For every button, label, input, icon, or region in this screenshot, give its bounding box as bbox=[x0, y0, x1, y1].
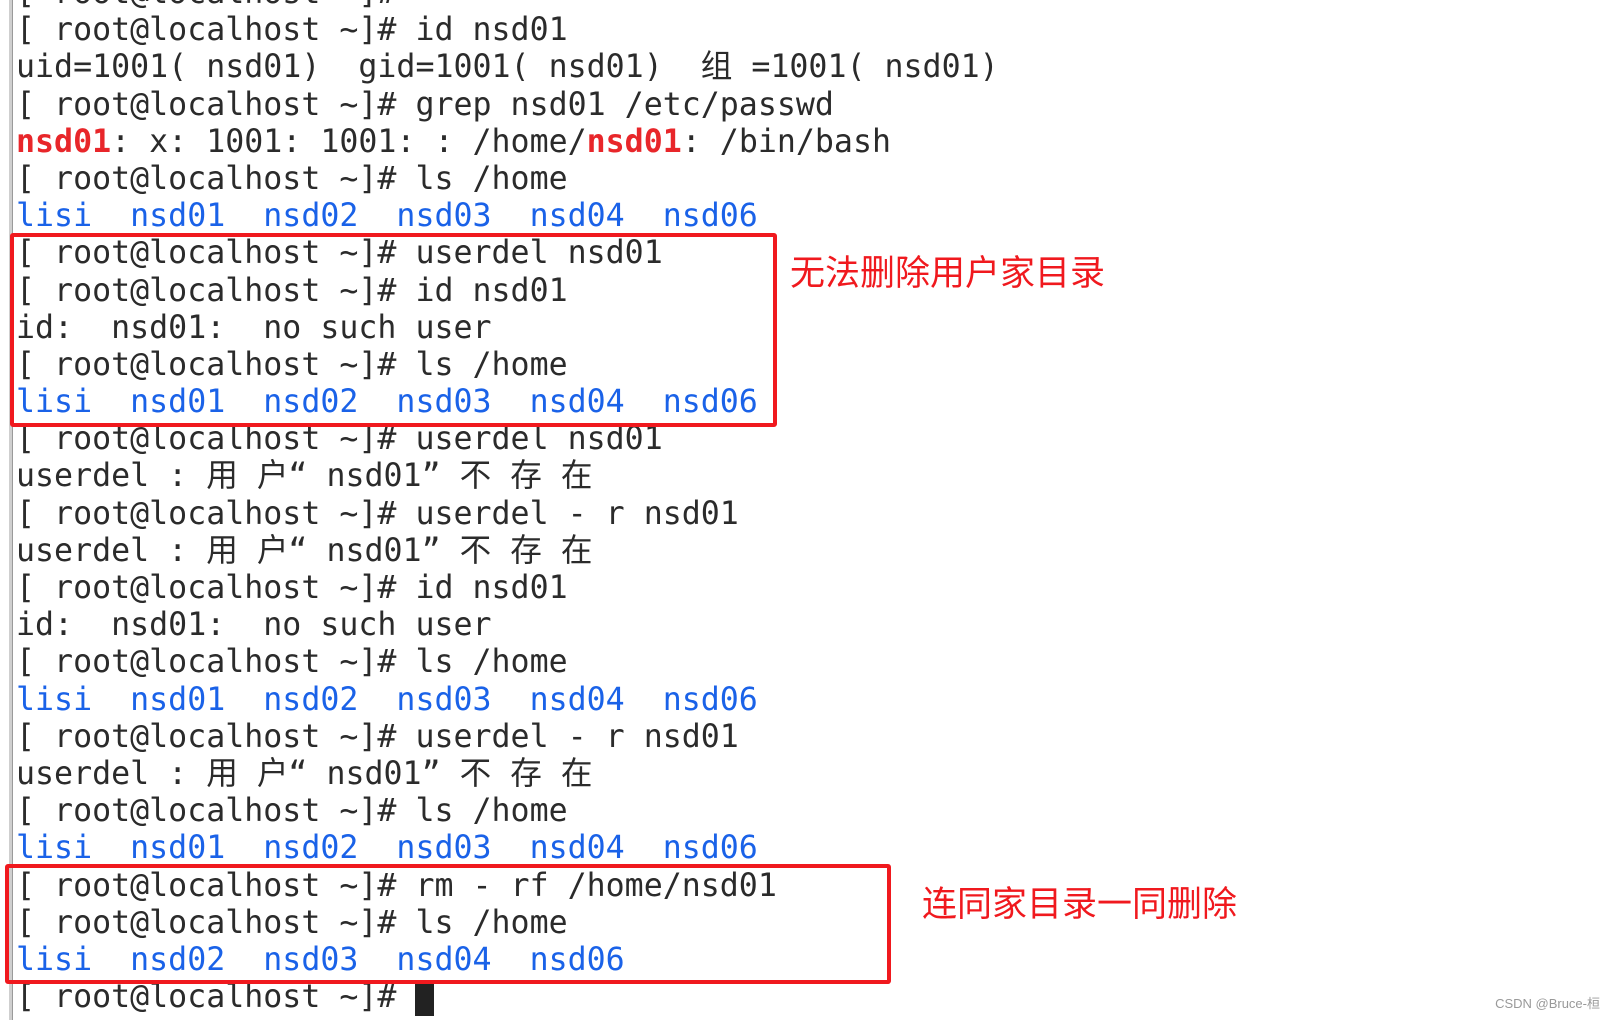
terminal-text: [ root@localhost ~]# ls /home bbox=[16, 904, 568, 941]
terminal-line: nsd01: x: 1001: 1001: : /home/nsd01: /bi… bbox=[16, 124, 999, 161]
terminal-text: id: nsd01: no such user bbox=[16, 607, 492, 644]
terminal-line: [ root@localhost ~]# bbox=[16, 979, 999, 1017]
annotation-box-1 bbox=[10, 233, 777, 427]
terminal-text: : /bin/bash bbox=[681, 123, 891, 160]
terminal-text: [ root@localhost ~]# rm - rf /home/nsd01 bbox=[16, 867, 777, 904]
terminal-line: [ root@localhost ~]# ls /home bbox=[16, 347, 999, 384]
terminal-line: [ root@localhost ~]# id nsd01 bbox=[16, 12, 999, 49]
terminal-text: [ root@localhost ~]# grep nsd01 /etc/pas… bbox=[16, 86, 834, 123]
terminal-line: id: nsd01: no such user bbox=[16, 310, 999, 347]
terminal-line: uid=1001( nsd01) gid=1001( nsd01) 组 =100… bbox=[16, 49, 999, 86]
directory-listing: lisi nsd01 nsd02 nsd03 nsd04 nsd06 bbox=[16, 198, 758, 235]
terminal-text: [ root@localhost ~]# id nsd01 bbox=[16, 272, 568, 309]
terminal-text: userdel : 用 户“ nsd01” 不 存 在 bbox=[16, 755, 593, 792]
directory-listing: lisi nsd01 nsd02 nsd03 nsd04 nsd06 bbox=[16, 681, 758, 718]
terminal-line: [ root@localhost ~]# rm - rf /home/nsd01 bbox=[16, 868, 999, 905]
terminal-line: [ root@localhost ~]# ls /home bbox=[16, 905, 999, 942]
annotation-note-1: 无法删除用户家目录 bbox=[790, 254, 1106, 294]
terminal-line: lisi nsd01 nsd02 nsd03 nsd04 nsd06 bbox=[16, 682, 999, 719]
terminal-text: [ root@localhost ~]# bbox=[16, 979, 416, 1016]
terminal-line: [ root@localhost ~]# ls /home bbox=[16, 644, 999, 681]
directory-listing: lisi nsd01 nsd02 nsd03 nsd04 nsd06 bbox=[16, 384, 758, 421]
terminal-text: uid=1001( nsd01) gid=1001( nsd01) 组 =100… bbox=[16, 49, 999, 86]
terminal-line: userdel : 用 户“ nsd01” 不 存 在 bbox=[16, 533, 999, 570]
terminal-text: [ root@localhost ~]# ls /home bbox=[16, 793, 568, 830]
terminal-line: lisi nsd02 nsd03 nsd04 nsd06 bbox=[16, 942, 999, 979]
terminal-line: lisi nsd01 nsd02 nsd03 nsd04 nsd06 bbox=[16, 384, 999, 421]
terminal-cursor bbox=[415, 980, 435, 1017]
terminal-line: lisi nsd01 nsd02 nsd03 nsd04 nsd06 bbox=[16, 830, 999, 867]
terminal-line: [ root@localhost ~]# grep nsd01 /etc/pas… bbox=[16, 87, 999, 124]
terminal-text: : x: 1001: 1001: : /home/ bbox=[111, 123, 587, 160]
terminal-text: [ root@localhost ~]# bbox=[16, 0, 396, 11]
terminal-text: [ root@localhost ~]# id nsd01 bbox=[16, 12, 568, 49]
terminal-line: [ root@localhost ~]# userdel nsd01 bbox=[16, 421, 999, 458]
terminal-text: userdel : 用 户“ nsd01” 不 存 在 bbox=[16, 458, 593, 495]
terminal-line: [ root@localhost ~]# bbox=[16, 0, 999, 12]
terminal-line: [ root@localhost ~]# ls /home bbox=[16, 793, 999, 830]
terminal-line: [ root@localhost ~]# id nsd01 bbox=[16, 273, 999, 310]
watermark: CSDN @Bruce-桓 bbox=[1495, 996, 1600, 1011]
terminal-line: userdel : 用 户“ nsd01” 不 存 在 bbox=[16, 458, 999, 495]
terminal-text: [ root@localhost ~]# userdel - r nsd01 bbox=[16, 718, 739, 755]
terminal-line: userdel : 用 户“ nsd01” 不 存 在 bbox=[16, 756, 999, 793]
terminal-text: userdel : 用 户“ nsd01” 不 存 在 bbox=[16, 532, 593, 569]
annotation-note-2: 连同家目录一同删除 bbox=[922, 885, 1238, 925]
terminal-line: [ root@localhost ~]# id nsd01 bbox=[16, 570, 999, 607]
terminal-line: [ root@localhost ~]# userdel nsd01 bbox=[16, 235, 999, 272]
terminal-line: [ root@localhost ~]# userdel - r nsd01 bbox=[16, 719, 999, 756]
terminal-text: [ root@localhost ~]# ls /home bbox=[16, 346, 568, 383]
terminal-text: [ root@localhost ~]# userdel nsd01 bbox=[16, 421, 663, 458]
directory-listing: lisi nsd02 nsd03 nsd04 nsd06 bbox=[16, 941, 625, 978]
terminal-line: [ root@localhost ~]# ls /home bbox=[16, 161, 999, 198]
directory-listing: lisi nsd01 nsd02 nsd03 nsd04 nsd06 bbox=[16, 830, 758, 867]
terminal-text: [ root@localhost ~]# userdel - r nsd01 bbox=[16, 495, 739, 532]
terminal-line: lisi nsd01 nsd02 nsd03 nsd04 nsd06 bbox=[16, 198, 999, 235]
grep-match: nsd01 bbox=[586, 123, 682, 160]
terminal-text: id: nsd01: no such user bbox=[16, 309, 492, 346]
grep-match: nsd01 bbox=[16, 123, 112, 160]
terminal-text: [ root@localhost ~]# userdel nsd01 bbox=[16, 235, 663, 272]
terminal-text: [ root@localhost ~]# id nsd01 bbox=[16, 570, 568, 606]
terminal-line: id: nsd01: no such user bbox=[16, 607, 999, 644]
terminal-text: [ root@localhost ~]# ls /home bbox=[16, 644, 568, 681]
terminal-text: [ root@localhost ~]# ls /home bbox=[16, 160, 568, 197]
terminal-line: [ root@localhost ~]# userdel - r nsd01 bbox=[16, 496, 999, 533]
terminal-left-border bbox=[9, 0, 13, 1020]
terminal-output[interactable]: [ root@localhost ~]#[ root@localhost ~]#… bbox=[16, 0, 999, 1017]
annotation-box-2 bbox=[5, 864, 891, 984]
